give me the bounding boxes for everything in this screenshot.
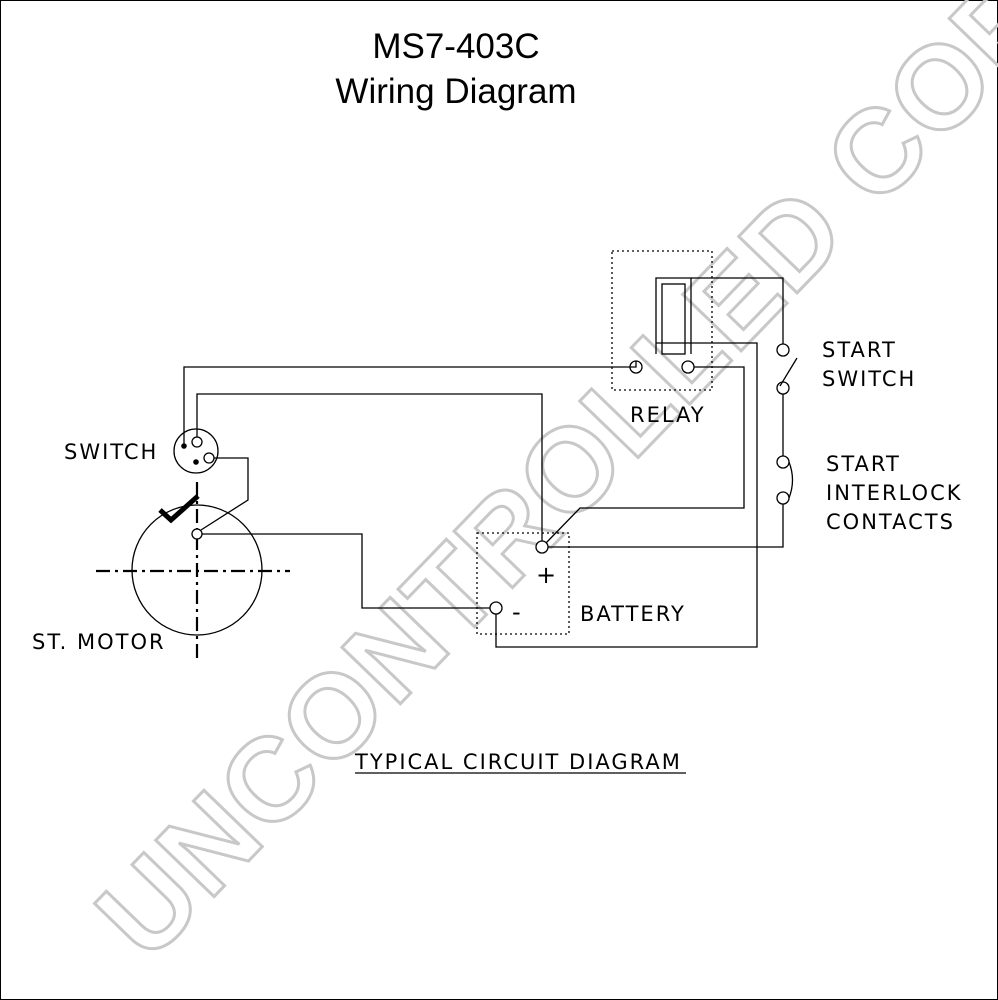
start-switch-blade <box>779 357 798 387</box>
wire-switch-to-motor <box>200 457 249 531</box>
label-battery: BATTERY <box>580 602 686 626</box>
switch-terminal-right <box>203 452 215 464</box>
relay-terminal-right <box>681 360 695 374</box>
solenoid-switch-circle <box>173 428 219 474</box>
wire-interlock-to-battery <box>548 504 784 548</box>
wire-coil-to-start-switch <box>691 277 784 344</box>
diagram-title: MS7-403C <box>372 27 540 66</box>
switch-terminal-top <box>191 436 203 448</box>
relay-coil-inner <box>661 283 686 355</box>
interlock-bridge <box>788 461 794 499</box>
interlock-bottom-contact <box>776 491 790 505</box>
wire-relay-to-battery-pos <box>545 366 745 544</box>
label-battery-plus: + <box>536 561 556 589</box>
label-interlock-1: START <box>826 452 901 476</box>
caption: TYPICAL CIRCUIT DIAGRAM <box>354 750 682 774</box>
relay-box <box>611 250 713 391</box>
label-start-switch-2: SWITCH <box>822 367 916 391</box>
label-start-switch-1: START <box>822 338 897 362</box>
start-switch-bottom-contact <box>776 381 790 395</box>
battery-box <box>476 532 570 635</box>
motor-terminal <box>191 528 203 540</box>
label-switch: SWITCH <box>64 440 158 464</box>
label-st-motor: ST. MOTOR <box>32 630 166 654</box>
battery-negative-terminal <box>489 601 503 615</box>
wire-coil-to-ground <box>495 342 758 648</box>
start-switch-top-contact <box>776 343 790 357</box>
label-relay: RELAY <box>630 403 706 427</box>
wire-stub <box>630 361 637 368</box>
switch-contact-dot-2 <box>193 459 199 465</box>
wire-motor-to-battery-neg <box>202 533 490 609</box>
label-battery-minus: - <box>512 598 521 626</box>
label-interlock-2: INTERLOCK <box>826 481 963 505</box>
relay-coil <box>655 277 692 354</box>
label-interlock-3: CONTACTS <box>826 510 955 534</box>
wire-relay-to-switch <box>183 366 630 446</box>
diagram-subtitle: Wiring Diagram <box>335 72 577 111</box>
pinion-lever <box>158 494 200 524</box>
interlock-top-contact <box>776 455 790 469</box>
wire-battery-to-switch <box>196 393 543 541</box>
